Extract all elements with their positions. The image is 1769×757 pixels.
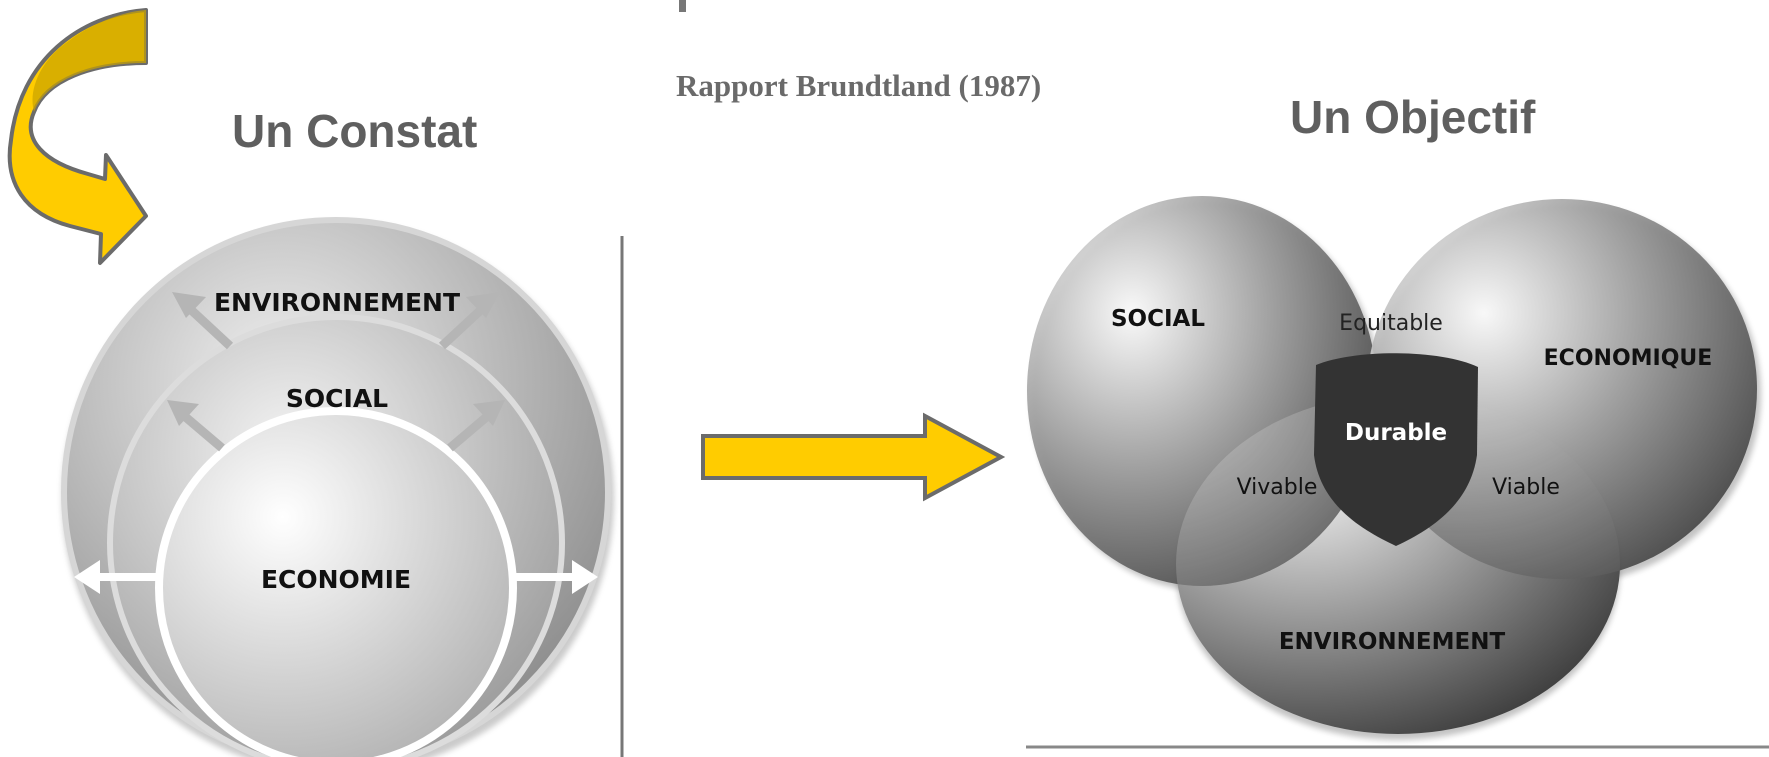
label-environnement-ring: ENVIRONNEMENT — [214, 288, 460, 317]
constat-diagram — [61, 217, 614, 757]
label-environnement-circle: ENVIRONNEMENT — [1279, 629, 1506, 655]
right-arrow-icon — [701, 412, 1006, 502]
curved-arrow-icon — [7, 8, 148, 265]
expansion-arrows — [167, 292, 505, 452]
objectif-labels: SOCIAL ECONOMIQUE ENVIRONNEMENT Equitabl… — [1111, 306, 1712, 655]
heading-un-constat: Un Constat — [232, 105, 478, 157]
source-note: Rapport Brundtland (1987) — [676, 68, 1042, 103]
label-economie-core: ECONOMIE — [261, 565, 411, 594]
label-social-ring: SOCIAL — [286, 384, 388, 413]
top-tick — [679, 0, 686, 12]
constat-labels: ENVIRONNEMENT SOCIAL ECONOMIE — [214, 288, 460, 594]
label-vivable: Vivable — [1237, 475, 1318, 500]
label-equitable: Equitable — [1339, 311, 1443, 336]
center-durable-region — [1314, 353, 1478, 546]
label-viable: Viable — [1492, 475, 1560, 500]
circle-social — [1027, 196, 1377, 586]
core-economie — [155, 407, 517, 757]
objectif-venn-diagram — [1027, 196, 1761, 740]
label-economique-circle: ECONOMIQUE — [1544, 346, 1713, 371]
heading-un-objectif: Un Objectif — [1290, 91, 1536, 143]
horizontal-arrows — [74, 560, 598, 594]
label-social-circle: SOCIAL — [1111, 306, 1205, 332]
label-durable: Durable — [1345, 420, 1447, 446]
overlap-vivable — [1176, 394, 1377, 586]
